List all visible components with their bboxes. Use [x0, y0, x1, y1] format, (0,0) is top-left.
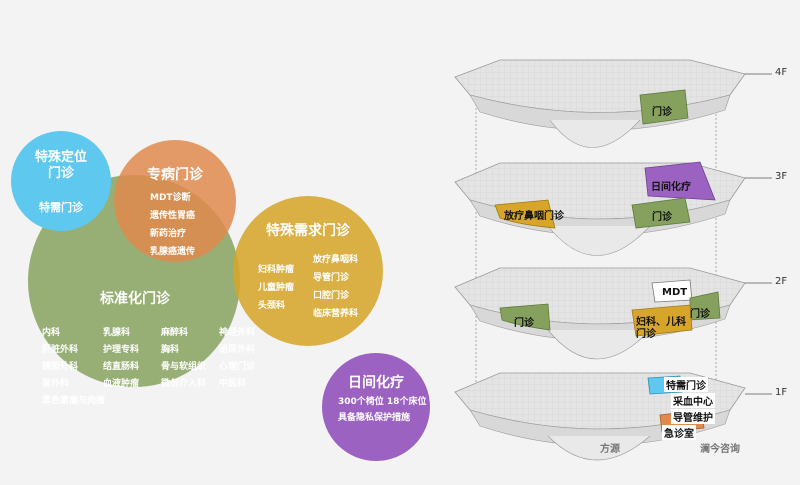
floor-label-3f: 3F	[775, 171, 788, 182]
floor3-tag: 日间化疗	[651, 182, 691, 193]
specialty-item: 新药治疗	[150, 229, 187, 239]
floor2-tag: 门诊	[690, 309, 710, 320]
specialty-item: 遗传性胃癌	[150, 211, 196, 221]
standard-item: 麻醉科	[161, 328, 189, 338]
standard-item: 乳腺科	[103, 328, 131, 338]
special-demand-item: 妇科肿瘤	[258, 265, 295, 275]
standard-item: 中医科	[219, 379, 247, 389]
standard-title: 标准化门诊	[100, 291, 170, 307]
watermark-logo-left: 方源	[600, 444, 620, 455]
standard-item: 胰胆外科	[42, 362, 79, 372]
special-fixed-title: 特殊定位 门诊	[34, 150, 87, 181]
standard-item: 护理专科	[103, 345, 140, 355]
floor-4f-plan	[454, 59, 746, 148]
special-demand-clinic-circle	[233, 196, 383, 346]
floor3-tag: 放疗鼻咽门诊	[504, 211, 564, 222]
floor1-tag: 导管维护	[671, 409, 715, 424]
special-demand-item: 头颈科	[258, 301, 286, 311]
floor2-tag: MDT	[662, 287, 688, 298]
special-demand-item: 口腔门诊	[313, 291, 350, 301]
standard-item: 内科	[42, 328, 61, 338]
standard-item: 胸科	[161, 345, 180, 355]
standard-item: 血液肿瘤	[103, 379, 140, 389]
floor1-tag: 采血中心	[671, 393, 715, 408]
specialty-clinic-circle	[114, 140, 236, 262]
floor1-tag: 特需门诊	[664, 377, 708, 392]
day-chemo-title: 日间化疗	[348, 375, 404, 391]
floor-label-4f: 4F	[775, 67, 788, 78]
floor2-tag: 妇科、儿科 门诊	[636, 317, 686, 340]
floor2-tag: 门诊	[514, 318, 534, 329]
floor4-tag: 门诊	[652, 107, 672, 118]
floor-3f-plan	[454, 161, 746, 256]
floor-label-2f: 2F	[775, 276, 788, 287]
watermark-logo-right: 澜今咨询	[700, 444, 740, 455]
special-fixed-sub: 特需门诊	[39, 201, 83, 214]
special-demand-item: 放疗鼻咽科	[313, 255, 359, 265]
floor3-tag: 门诊	[652, 212, 672, 223]
specialty-item: 乳腺癌遗传	[150, 247, 196, 257]
specialty-title: 专病门诊	[147, 167, 203, 183]
standard-item: 结直肠科	[103, 362, 140, 372]
standard-item: 微创介入科	[161, 379, 207, 389]
day-chemo-circle	[322, 353, 430, 461]
special-demand-item: 导管门诊	[313, 273, 350, 283]
special-fixed-clinic-circle	[11, 131, 111, 231]
special-demand-item: 儿童肿瘤	[258, 283, 295, 293]
day-chemo-line: 具备隐私保护措施	[338, 413, 411, 423]
standard-item: 黑色素瘤与肉瘤	[42, 396, 106, 406]
floor-2f-plan	[454, 267, 746, 360]
standard-item: 泌尿外科	[219, 345, 256, 355]
standard-item: 胃外科	[42, 379, 70, 389]
standard-item: 神经外科	[219, 328, 256, 338]
floor1-tag: 急诊室	[662, 425, 696, 440]
standard-item: 心理门诊	[219, 362, 256, 372]
floor-label-1f: 1F	[775, 387, 788, 398]
standard-item: 骨与软组织	[161, 362, 207, 372]
standard-item: 肝脏外科	[42, 345, 79, 355]
special-demand-item: 临床营养科	[313, 309, 359, 319]
specialty-item: MDT诊断	[150, 193, 191, 203]
special-demand-title: 特殊需求门诊	[266, 223, 350, 239]
day-chemo-line: 300个椅位 18个床位	[338, 397, 427, 407]
